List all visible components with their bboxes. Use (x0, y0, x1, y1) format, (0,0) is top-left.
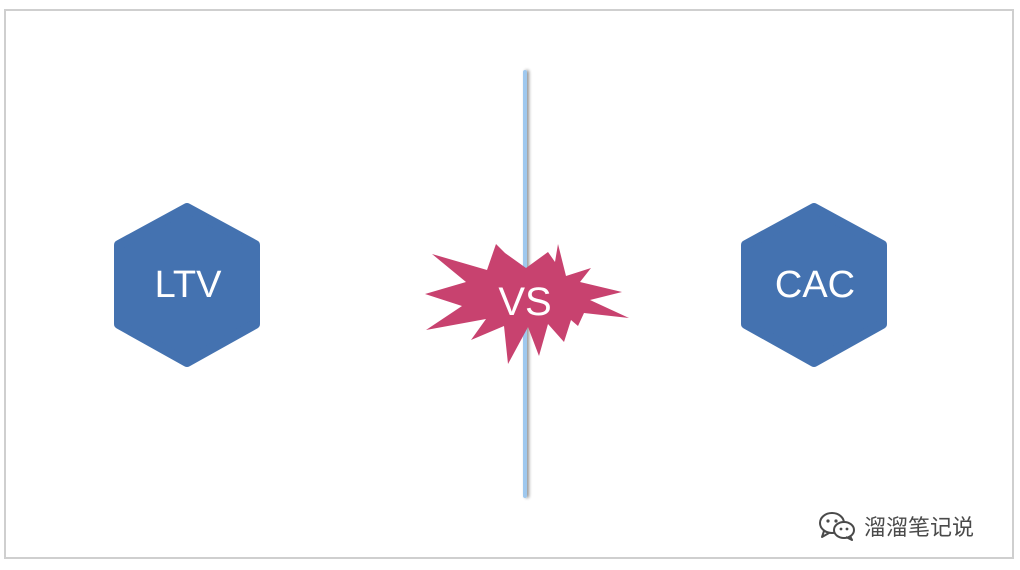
ltv-hexagon (114, 203, 260, 367)
vs-burst-shape (425, 244, 629, 364)
watermark-text: 溜溜笔记说 (864, 516, 975, 541)
vs-badge: VS (425, 244, 629, 364)
watermark: 溜溜笔记说 (818, 509, 974, 543)
cac-hexagon (741, 203, 887, 367)
wechat-icon (819, 512, 855, 541)
vs-label: VS (498, 280, 551, 324)
cac-node: CAC (741, 203, 887, 367)
ltv-label: LTV (155, 264, 223, 306)
cac-label: CAC (775, 264, 855, 306)
ltv-node: LTV (114, 203, 260, 367)
